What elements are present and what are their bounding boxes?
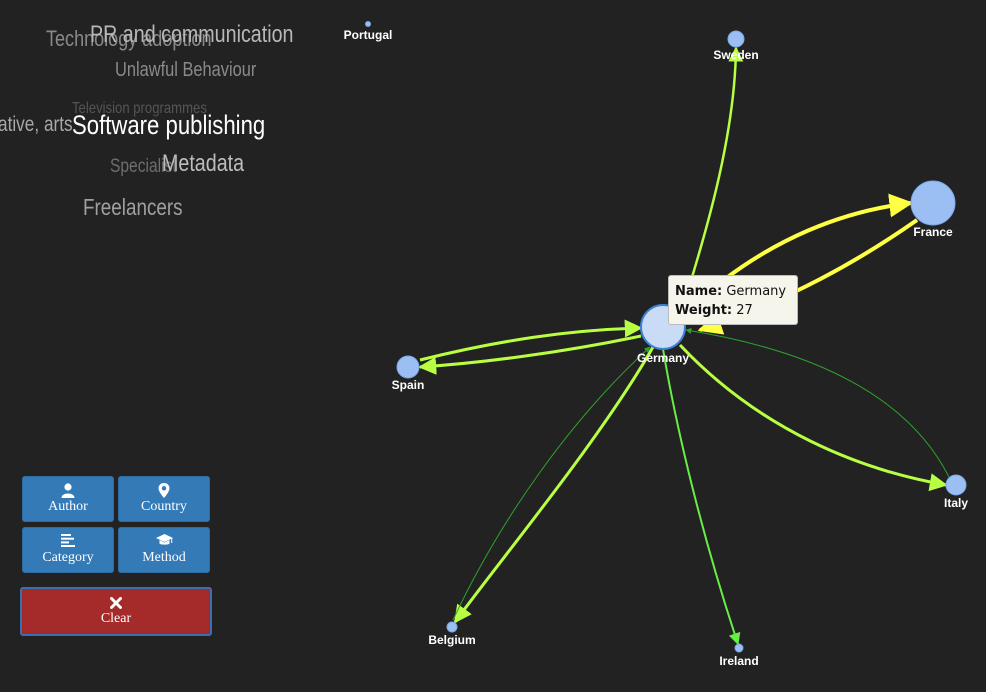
author-button-label: Author	[48, 499, 88, 514]
node-italy[interactable]	[945, 474, 967, 496]
user-icon	[23, 483, 113, 499]
close-icon	[22, 597, 210, 611]
graduation-cap-icon	[119, 534, 209, 550]
country-button-label: Country	[141, 499, 187, 514]
category-button[interactable]: Category	[22, 527, 114, 573]
map-marker-icon	[119, 483, 209, 499]
node-tooltip: Name: Germany Weight: 27	[668, 275, 798, 325]
edge-germany-to-belgium[interactable]	[453, 346, 655, 624]
node-belgium[interactable]	[446, 621, 458, 633]
cloud-word[interactable]: Television programmes	[72, 100, 207, 117]
edge-belgium-to-germany[interactable]	[452, 346, 651, 621]
clear-button-label: Clear	[100, 611, 132, 626]
cloud-word[interactable]: Unlawful Behaviour	[115, 59, 257, 81]
cloud-word[interactable]: Freelancers	[83, 194, 183, 220]
cloud-word[interactable]: PR and communication	[90, 21, 294, 48]
edge-spain-to-germany[interactable]	[419, 319, 643, 362]
country-button[interactable]: Country	[118, 476, 210, 522]
edge-germany-to-italy[interactable]	[678, 343, 948, 492]
edge-germany-to-ireland[interactable]	[662, 348, 741, 646]
edge-italy-to-germany[interactable]	[685, 327, 950, 478]
author-button[interactable]: Author	[22, 476, 114, 522]
method-button[interactable]: Method	[118, 527, 210, 573]
node-label-italy: Italy	[944, 496, 968, 510]
edge-germany-to-spain[interactable]	[418, 334, 642, 375]
node-spain[interactable]	[396, 355, 420, 379]
cloud-word[interactable]: Software publishing	[72, 110, 266, 140]
cloud-word[interactable]: ative, arts	[0, 113, 73, 136]
node-label-spain: Spain	[392, 378, 425, 392]
method-button-label: Method	[142, 550, 186, 565]
cloud-word[interactable]: Technology adoption	[46, 26, 212, 51]
cloud-word[interactable]: Specialist	[110, 156, 177, 177]
tooltip-name-value: Germany	[726, 284, 787, 299]
node-label-sweden: Sweden	[713, 48, 758, 62]
category-button-label: Category	[42, 550, 94, 565]
node-sweden[interactable]	[727, 30, 745, 48]
node-portugal[interactable]	[365, 21, 371, 27]
tooltip-weight-row: Weight: 27	[675, 301, 791, 320]
cloud-word[interactable]: Metadata	[162, 150, 245, 177]
node-label-france: France	[913, 225, 953, 239]
node-label-belgium: Belgium	[428, 633, 475, 647]
node-label-portugal: Portugal	[344, 28, 393, 42]
node-label-ireland: Ireland	[719, 654, 758, 668]
node-france[interactable]	[910, 180, 956, 226]
tooltip-name-row: Name: Germany	[675, 282, 791, 301]
node-ireland[interactable]	[734, 643, 744, 653]
tooltip-weight-label: Weight:	[675, 303, 733, 318]
tooltip-name-label: Name:	[675, 284, 723, 299]
node-label-germany: Germany	[637, 351, 689, 365]
edge-germany-to-sweden[interactable]	[683, 46, 744, 301]
clear-button[interactable]: Clear	[20, 587, 212, 636]
align-left-icon	[23, 534, 113, 550]
tooltip-weight-value: 27	[736, 303, 753, 318]
